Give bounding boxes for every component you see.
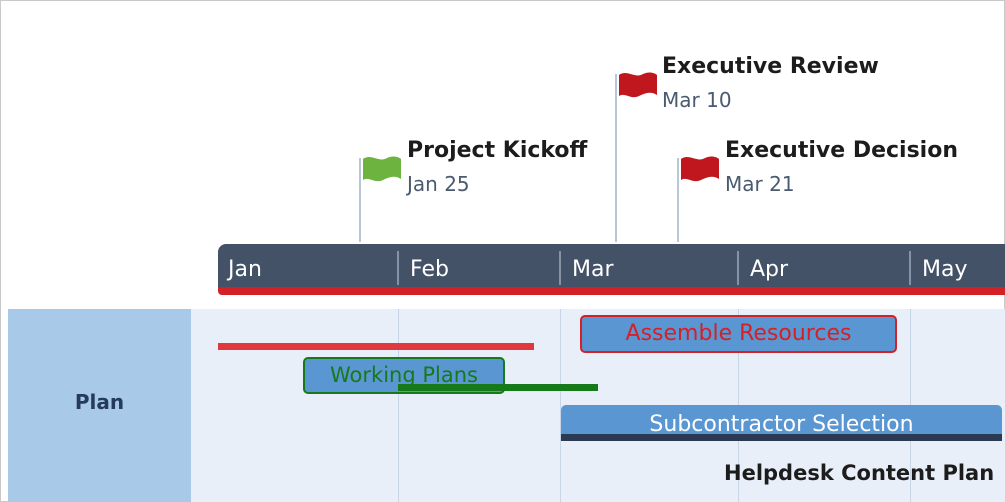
task-underline [561,434,1002,441]
milestone-pole [359,158,361,242]
month-label-apr: Apr [750,257,789,282]
swimlane-label: Plan [74,390,125,414]
task-assemble-resources[interactable]: Assemble Resources [580,315,897,353]
task-line-green[interactable] [398,384,598,391]
plan-title: Helpdesk Content Plan [724,461,995,485]
month-divider [559,251,561,285]
timescale-today-bar [218,287,1005,295]
flag-icon-kickoff[interactable] [361,153,405,187]
milestone-title[interactable]: Executive Decision [725,138,958,163]
month-label-may: May [922,257,968,282]
milestone-pole [677,158,679,242]
month-label-jan: Jan [228,257,262,282]
milestone-pole [615,74,617,242]
flag-icon-review[interactable] [617,69,661,103]
month-gridline [398,309,399,502]
milestone-date: Mar 21 [725,172,795,196]
timescale-bar[interactable] [218,244,1005,290]
month-divider [909,251,911,285]
milestone-date: Mar 10 [662,88,732,112]
month-label-mar: Mar [572,257,614,282]
swimlane-header[interactable] [8,309,191,502]
milestone-title[interactable]: Executive Review [662,54,879,79]
task-line-red[interactable] [218,343,534,350]
milestone-title[interactable]: Project Kickoff [407,138,588,163]
flag-icon-decision[interactable] [679,153,723,187]
month-gridline [560,309,561,502]
milestone-date: Jan 25 [407,172,470,196]
month-divider [397,251,399,285]
month-label-feb: Feb [410,257,449,282]
month-divider [737,251,739,285]
